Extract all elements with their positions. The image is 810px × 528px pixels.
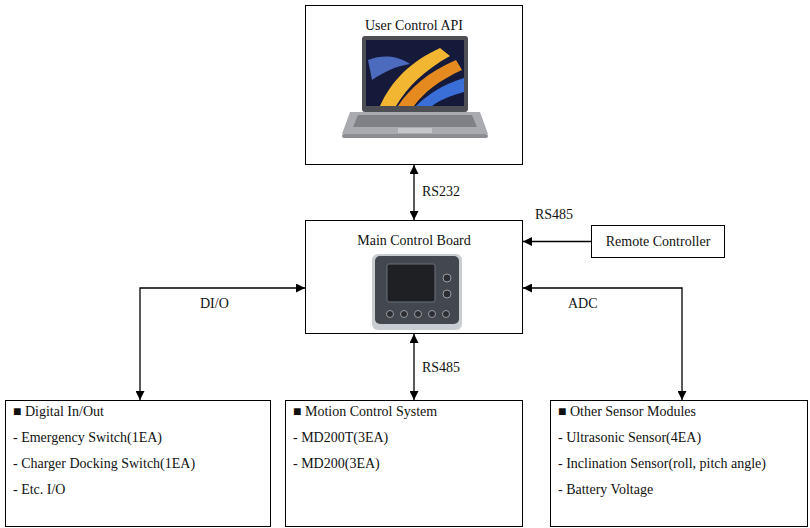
connector (523, 288, 682, 400)
sensor-box: ■ Other Sensor Modules - Ultrasonic Senso… (550, 400, 808, 527)
node-item: - Ultrasonic Sensor(4EA) (558, 427, 701, 449)
connector (523, 241, 591, 242)
signal-label: ADC (566, 296, 600, 312)
signal-label: RS232 (420, 184, 462, 200)
connector (140, 288, 305, 400)
api-box: User Control API (305, 5, 523, 165)
remote-box: Remote Controller (591, 225, 725, 258)
node-item: - Emergency Switch(1EA) (13, 427, 162, 449)
laptop-illustration (342, 36, 488, 138)
node-item: - Battery Voltage (558, 479, 653, 501)
connector (413, 165, 414, 220)
connector (413, 334, 414, 400)
node-item: - MD200(3EA) (293, 453, 380, 475)
node-heading: ■ Other Sensor Modules (558, 401, 696, 423)
node-heading: Main Control Board (357, 233, 471, 249)
node-heading: User Control API (365, 18, 463, 34)
control-board-box: Main Control Board (305, 220, 523, 334)
node-item: - Inclination Sensor(roll, pitch angle) (558, 453, 766, 475)
signal-label: DI/O (198, 296, 231, 312)
signal-label: RS485 (533, 207, 575, 223)
node-heading: ■ Motion Control System (293, 401, 437, 423)
node-item: - Charger Docking Switch(1EA) (13, 453, 195, 475)
motion-box: ■ Motion Control System - MD200T(3EA) - MD… (285, 400, 523, 527)
node-heading: Remote Controller (606, 234, 711, 250)
io-box: ■ Digital In/Out - Emergency Switch(1EA) -… (5, 400, 271, 527)
node-item: - MD200T(3EA) (293, 427, 388, 449)
node-heading: ■ Digital In/Out (13, 401, 104, 423)
control-board-illustration (372, 254, 462, 330)
signal-label: RS485 (420, 360, 462, 376)
node-item: - Etc. I/O (13, 479, 65, 501)
